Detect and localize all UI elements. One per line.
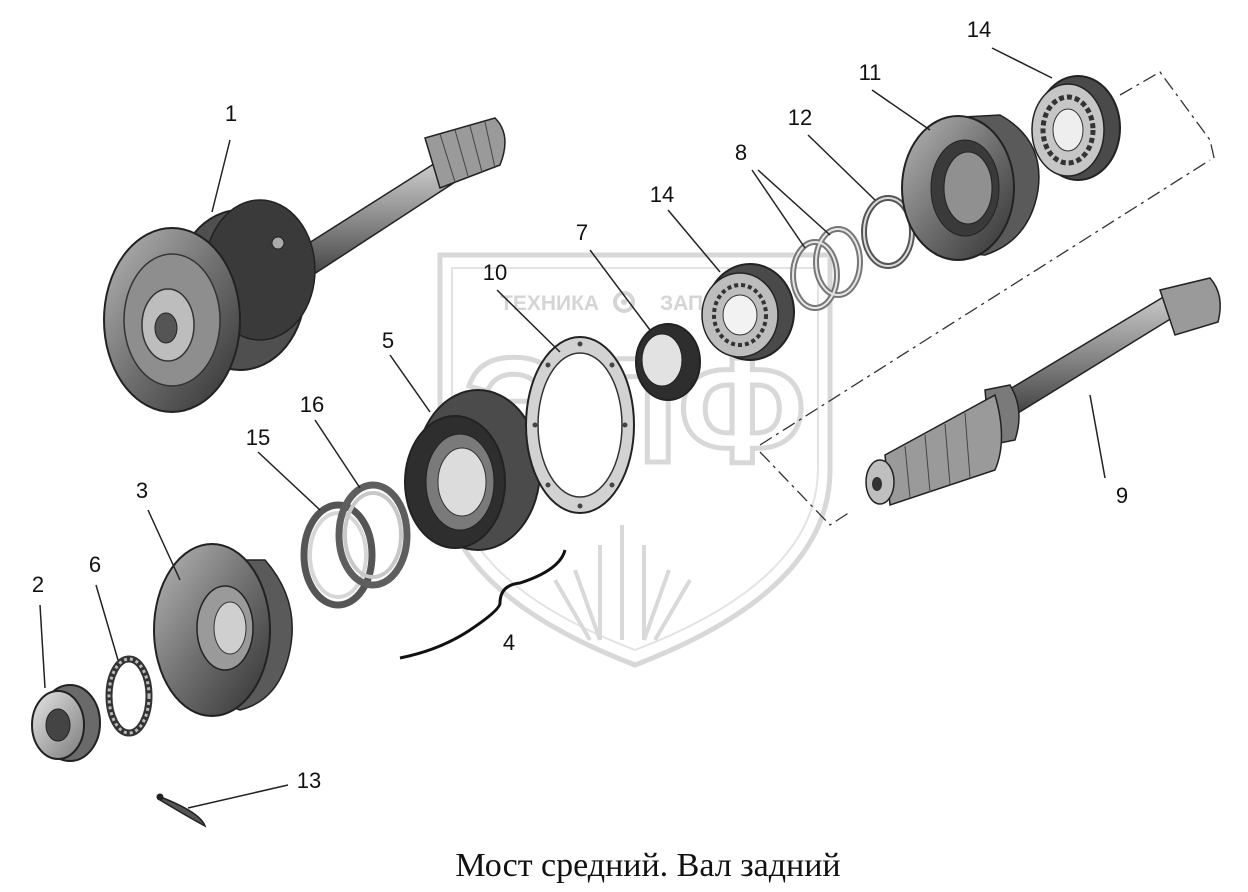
diagram-caption: Мост средний. Вал задний [455,847,840,884]
callout-13: 13 [297,768,321,793]
callout-11: 11 [859,60,882,85]
callout-5: 5 [382,328,394,353]
callout-2: 2 [32,572,44,597]
wheat-emblem [553,525,692,642]
part-3-flange [153,543,293,717]
callout-8: 8 [735,140,747,165]
part-4-wire [399,549,567,660]
callout-14-lower: 14 [650,182,674,207]
part-9-rear-shaft [865,277,1221,507]
part-11-bearing-housing [901,114,1040,261]
part-12-snap-ring [861,195,915,269]
part-7-oil-seal [635,323,701,401]
callout-1: 1 [225,101,237,126]
callout-14-upper: 14 [967,17,991,42]
part-14-bearing-inner [701,263,795,361]
callout-9: 9 [1116,483,1128,508]
callout-16: 16 [300,392,324,417]
callout-15: 15 [246,425,270,450]
part-5-seal-housing [404,389,541,551]
watermark-word-left: ТЕХНИКА [500,292,599,315]
callout-6: 6 [89,552,101,577]
part-8-split-rings [790,226,863,311]
gear-icon [613,291,635,313]
part-2-castle-nut [31,684,101,762]
callout-7: 7 [576,220,588,245]
callout-3: 3 [136,478,148,503]
part-15-ring [300,501,376,609]
callout-10: 10 [483,260,507,285]
callout-12: 12 [788,105,812,130]
part-13-cotter-pin [156,793,207,828]
assembly-axis-lines [759,71,1216,526]
callout-4: 4 [503,630,515,655]
leader-lines [39,47,1106,809]
part-6-lock-washer [105,655,153,737]
part-1-half-shaft-with-hub [103,117,506,413]
callout-labels: 1 2 3 4 5 6 7 8 9 10 11 12 13 14 14 15 1… [32,17,1128,793]
part-10-gasket [525,336,635,514]
part-14-bearing-outer [1031,75,1121,181]
part-16-ring [335,481,411,589]
